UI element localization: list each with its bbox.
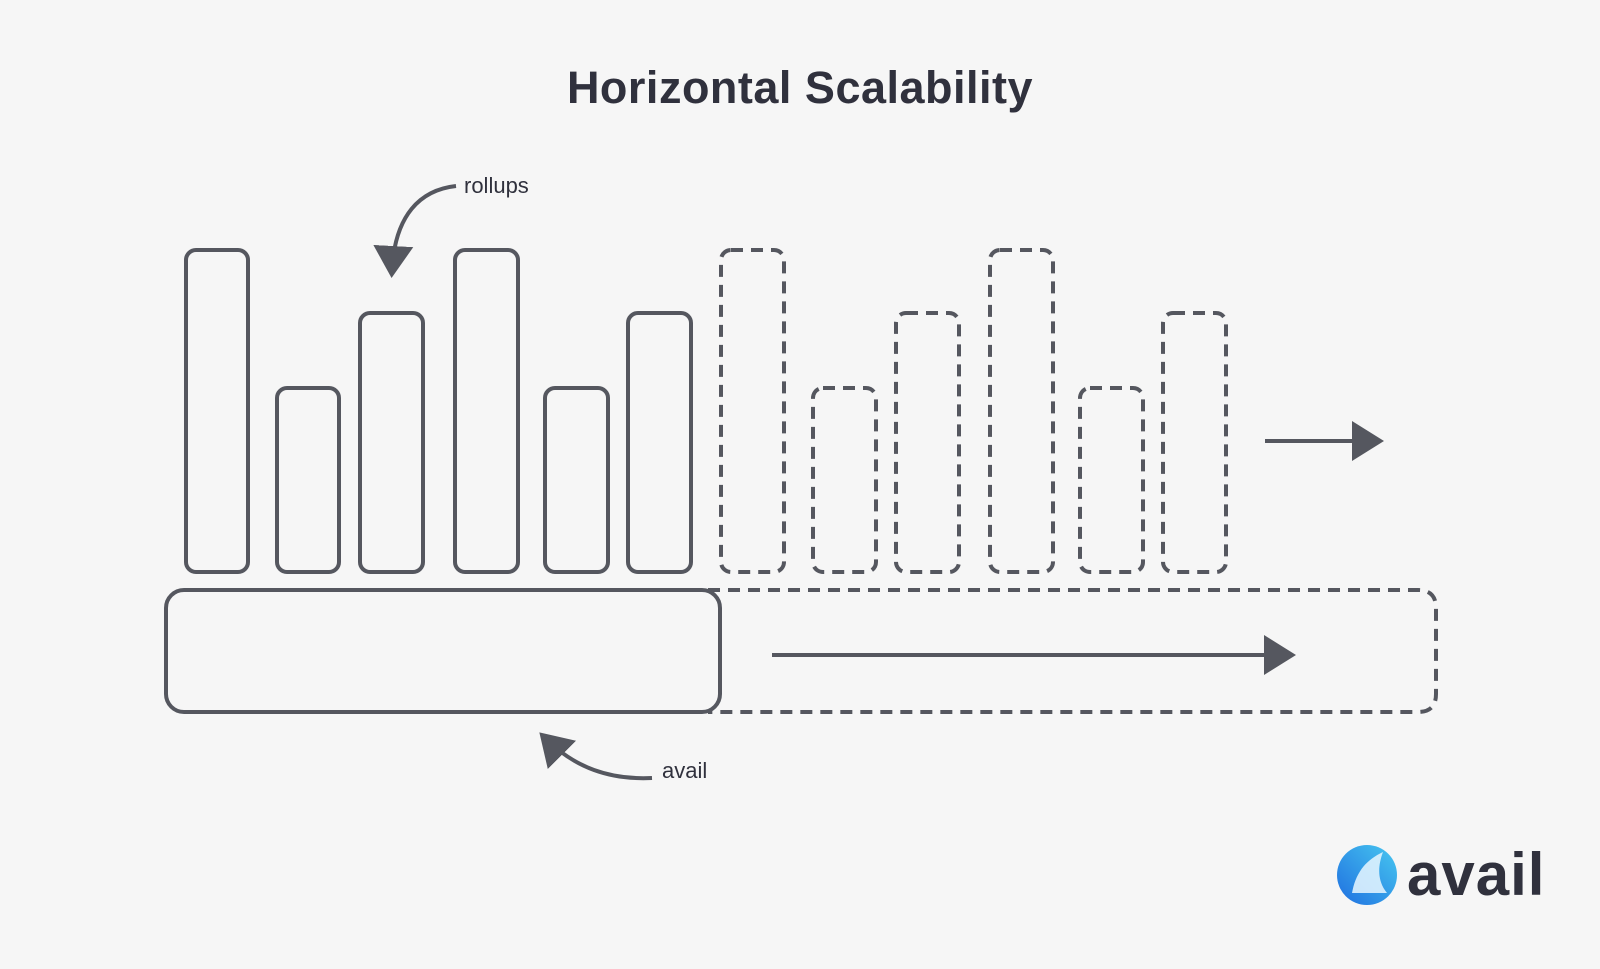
future-rollup-bar — [1161, 311, 1228, 574]
rollups-label: rollups — [464, 173, 529, 198]
future-rollup-bar — [1078, 386, 1145, 574]
avail-base-layer — [164, 588, 722, 714]
rollup-bar — [184, 248, 250, 574]
future-rollups — [719, 248, 1228, 574]
future-rollup-bar — [719, 248, 786, 574]
base-layer-extension — [708, 588, 1438, 714]
avail-label: avail — [662, 758, 707, 783]
rollup-bar — [626, 311, 693, 574]
future-rollup-bar — [811, 386, 878, 574]
rollups-pointer-arrow — [373, 184, 457, 278]
rollup-bar — [358, 311, 425, 574]
avail-logo: avail — [1337, 841, 1545, 908]
rollup-bar — [453, 248, 520, 574]
rollup-bar — [275, 386, 341, 574]
future-rollup-bar — [894, 311, 961, 574]
page-title: Horizontal Scalability — [566, 62, 1034, 113]
logo-text: avail — [1407, 841, 1545, 908]
existing-rollups — [184, 248, 693, 574]
future-rollup-bar — [988, 248, 1055, 574]
rollup-bar — [543, 386, 610, 574]
avail-pointer-arrow — [539, 732, 653, 781]
avail-logo-icon — [1337, 845, 1397, 905]
